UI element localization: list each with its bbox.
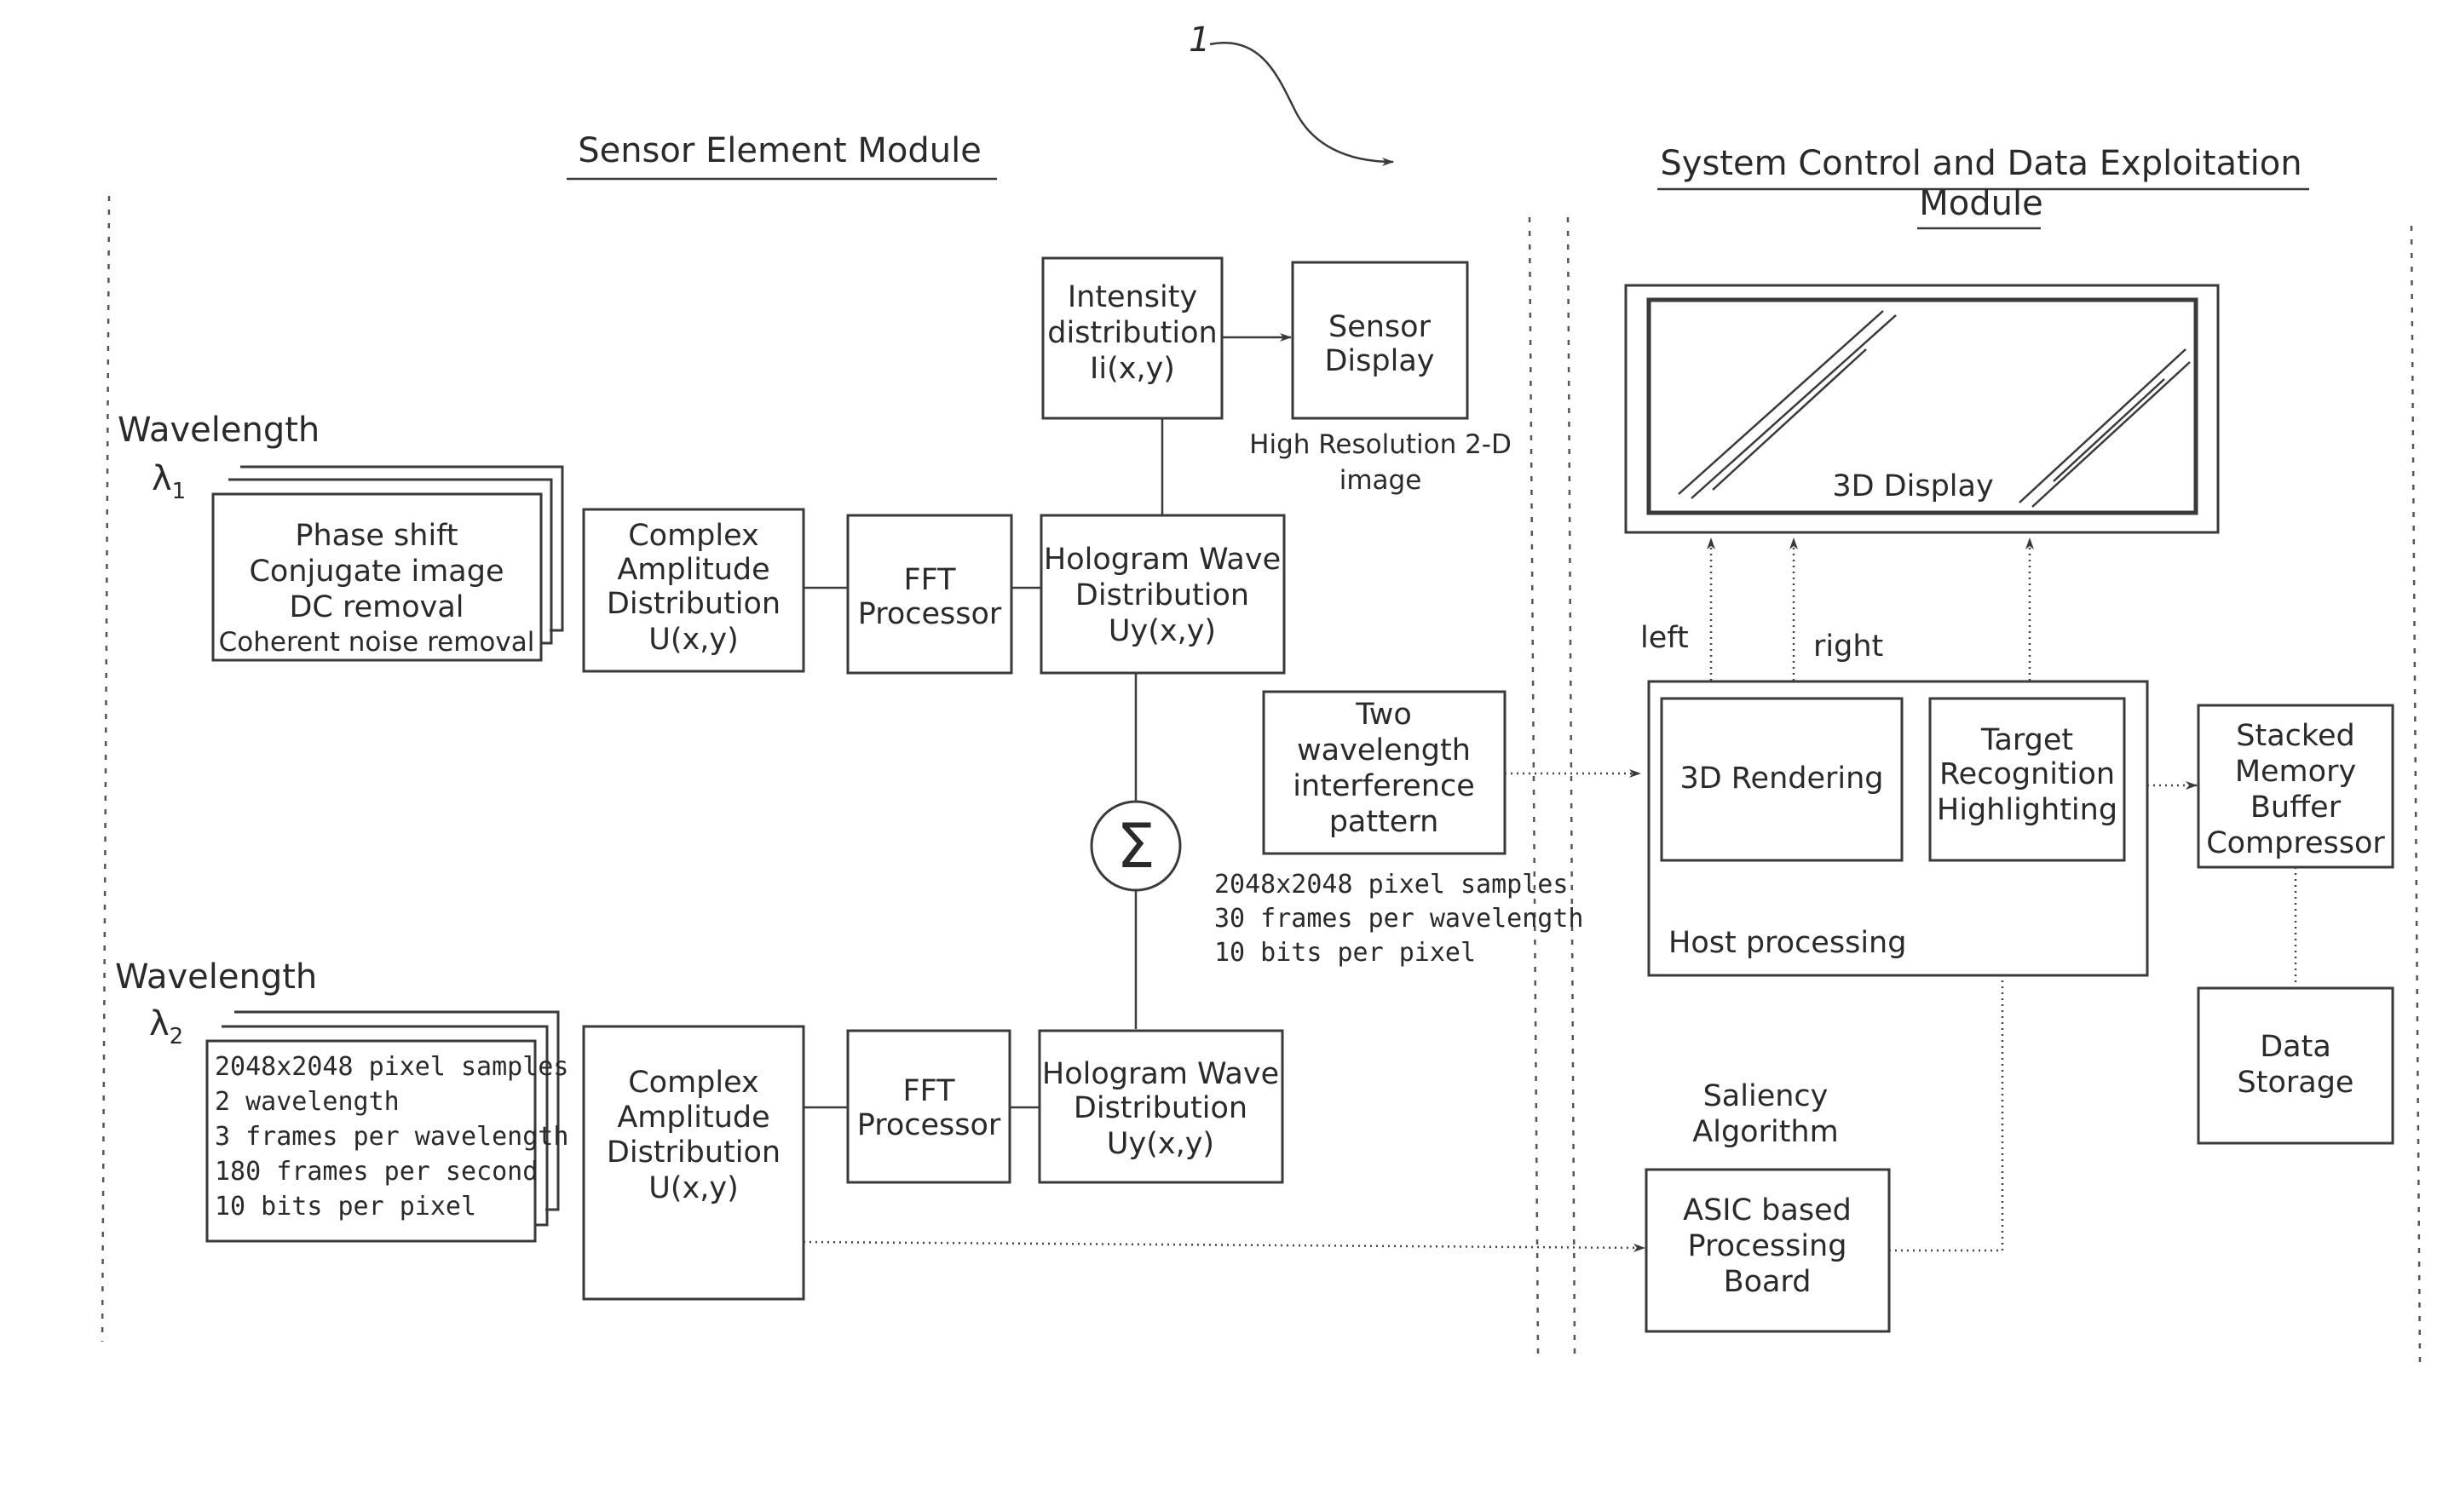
data-storage-box: Data Storage [2198, 988, 2393, 1143]
3d-display: 3D Display [1626, 285, 2218, 532]
svg-text:interference: interference [1293, 769, 1475, 803]
saliency-label-2: Algorithm [1692, 1115, 1838, 1149]
svg-text:Hologram Wave: Hologram Wave [1044, 543, 1281, 577]
svg-text:Sensor: Sensor [1328, 310, 1432, 344]
spec-line-2: 2 wavelength [215, 1087, 400, 1117]
svg-text:Stacked: Stacked [2236, 719, 2354, 753]
spec-line-1: 2048x2048 pixel samples [215, 1052, 568, 1082]
svg-text:Hologram Wave: Hologram Wave [1042, 1057, 1279, 1091]
pattern-spec-2: 30 frames per wavelength [1214, 904, 1583, 934]
right-label: right [1813, 630, 1883, 664]
svg-text:U(x,y): U(x,y) [648, 623, 738, 657]
wavelength2-label: Wavelength [115, 957, 317, 997]
svg-text:Distribution: Distribution [1074, 1091, 1247, 1125]
hologram-box-1: Hologram Wave Distribution Uy(x,y) [1041, 515, 1284, 673]
sensor-module-header: Sensor Element Module [578, 131, 982, 170]
phase-line-3: DC removal [289, 590, 464, 624]
hologram-box-2: Hologram Wave Distribution Uy(x,y) [1040, 1031, 1282, 1182]
svg-text:Amplitude: Amplitude [617, 553, 769, 587]
svg-text:Σ: Σ [1116, 810, 1155, 882]
svg-text:Compressor: Compressor [2206, 826, 2385, 860]
svg-text:Processor: Processor [858, 597, 1002, 631]
sensor-specs-stack: 2048x2048 pixel samples 2 wavelength 3 f… [207, 1012, 568, 1241]
svg-text:Uy(x,y): Uy(x,y) [1109, 614, 1216, 648]
svg-text:Two: Two [1355, 698, 1412, 732]
spec-line-5: 10 bits per pixel [215, 1192, 476, 1222]
pattern-spec-1: 2048x2048 pixel samples [1214, 870, 1568, 900]
svg-text:distribution: distribution [1047, 316, 1217, 350]
svg-text:Distribution: Distribution [607, 1135, 781, 1170]
svg-text:Data: Data [2260, 1030, 2331, 1064]
svg-text:FFT: FFT [902, 1074, 955, 1108]
complex-amplitude-box-1: Complex Amplitude Distribution U(x,y) [584, 509, 804, 671]
3d-display-label: 3D Display [1832, 469, 1993, 503]
wavelength1-label: Wavelength [118, 411, 320, 450]
stacked-memory-box: Stacked Memory Buffer Compressor [2198, 705, 2393, 867]
svg-text:Buffer: Buffer [2250, 790, 2342, 825]
svg-text:Amplitude: Amplitude [617, 1101, 769, 1135]
svg-text:Complex: Complex [628, 519, 759, 553]
svg-text:pattern: pattern [1329, 805, 1439, 839]
svg-text:Complex: Complex [628, 1066, 759, 1100]
two-wavelength-box: Two wavelength interference pattern [1264, 692, 1505, 854]
svg-text:U(x,y): U(x,y) [648, 1171, 738, 1205]
svg-text:Processing: Processing [1688, 1229, 1847, 1263]
fft-processor-box-1: FFT Processor [848, 515, 1011, 673]
left-boundary [102, 196, 109, 1342]
divider-b [1568, 217, 1575, 1354]
phase-line-2: Conjugate image [249, 555, 504, 589]
asic-board-box: ASIC based Processing Board [1646, 1170, 1889, 1331]
svg-text:Distribution: Distribution [607, 587, 781, 621]
svg-text:3D Rendering: 3D Rendering [1679, 762, 1883, 796]
phase-shift-stack: Phase shift Conjugate image DC removal C… [213, 467, 562, 660]
ref-numeral: 1 [1189, 20, 1210, 60]
link-asic-host [1889, 975, 2002, 1250]
svg-text:Intensity: Intensity [1068, 280, 1197, 314]
intensity-distribution-box: Intensity distribution Ii(x,y) [1043, 258, 1222, 418]
svg-text:Target: Target [1980, 723, 2073, 757]
ref-arrow [1210, 43, 1393, 162]
phase-line-4: Coherent noise removal [219, 627, 535, 658]
svg-text:Storage: Storage [2238, 1066, 2354, 1100]
system-module-header-2: Module [1919, 184, 2042, 223]
host-label: Host processing [1668, 926, 1906, 960]
fft-processor-box-2: FFT Processor [848, 1031, 1010, 1182]
svg-text:Recognition: Recognition [1939, 757, 2115, 791]
system-module-header: System Control and Data Exploitation [1660, 144, 2302, 183]
divider-a [1530, 217, 1538, 1354]
left-label: left [1640, 621, 1689, 655]
svg-text:ASIC based: ASIC based [1683, 1193, 1852, 1227]
svg-text:Board: Board [1724, 1265, 1812, 1299]
complex-amplitude-box-2: Complex Amplitude Distribution U(x,y) [584, 1026, 804, 1299]
target-recognition-box: Target Recognition Highlighting [1930, 699, 2124, 860]
hires-caption-1: High Resolution 2-D [1249, 429, 1512, 460]
wavelength1-symbol: λ1 [152, 459, 186, 504]
svg-text:Uy(x,y): Uy(x,y) [1107, 1127, 1214, 1161]
phase-line-1: Phase shift [295, 519, 458, 553]
summation-node: Σ [1092, 802, 1180, 890]
svg-text:Ii(x,y): Ii(x,y) [1090, 352, 1175, 386]
wavelength2-symbol: λ2 [149, 1004, 183, 1049]
sensor-display-box: Sensor Display [1293, 262, 1467, 418]
saliency-label-1: Saliency [1703, 1079, 1829, 1113]
svg-text:Memory: Memory [2235, 755, 2356, 789]
svg-text:Highlighting: Highlighting [1937, 793, 2117, 827]
hires-caption-2: image [1339, 465, 1422, 496]
arrow-ca2-asic [804, 1242, 1645, 1248]
svg-text:Display: Display [1324, 344, 1434, 378]
spec-line-3: 3 frames per wavelength [215, 1122, 568, 1152]
svg-text:wavelength: wavelength [1297, 733, 1471, 767]
svg-text:Processor: Processor [857, 1108, 1001, 1142]
svg-text:Distribution: Distribution [1075, 578, 1249, 612]
right-boundary [2411, 226, 2420, 1367]
svg-text:FFT: FFT [903, 563, 956, 597]
spec-line-4: 180 frames per second [215, 1157, 538, 1187]
3d-rendering-box: 3D Rendering [1662, 699, 1902, 860]
pattern-spec-3: 10 bits per pixel [1214, 938, 1476, 968]
